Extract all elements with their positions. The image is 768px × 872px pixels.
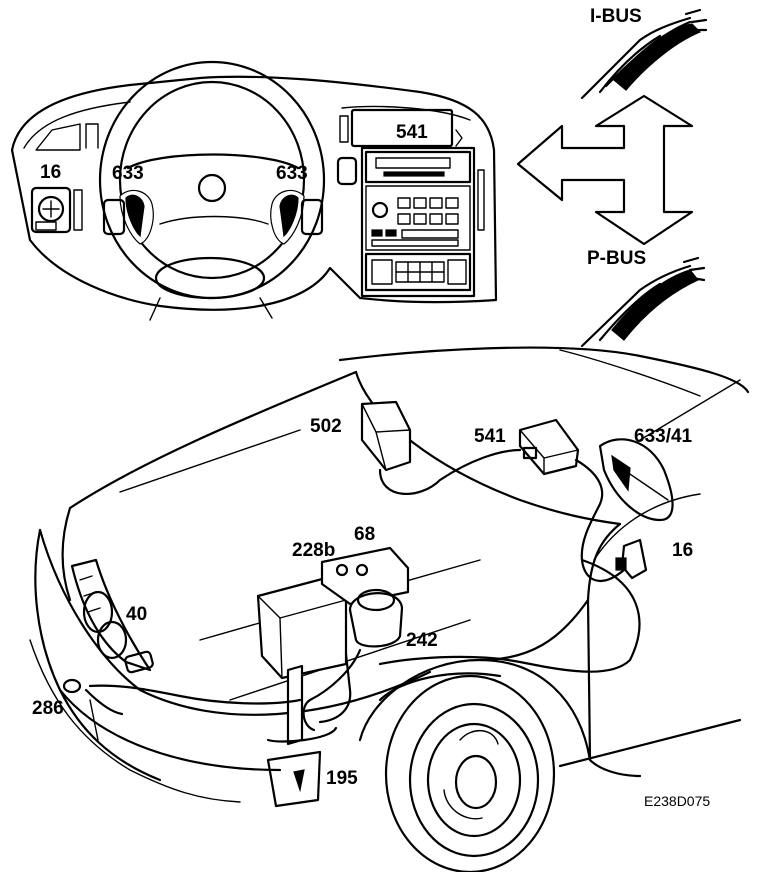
dashboard-illustration bbox=[10, 60, 498, 321]
label-502: 502 bbox=[310, 416, 342, 437]
label-286: 286 bbox=[32, 698, 64, 719]
label-195: 195 bbox=[326, 768, 358, 789]
radio-buttons bbox=[371, 197, 459, 247]
label-dash-633-left: 633 bbox=[112, 163, 144, 184]
label-16: 16 bbox=[672, 540, 693, 561]
label-dash-633-right: 633 bbox=[276, 163, 308, 184]
label-68: 68 bbox=[354, 524, 375, 545]
figure-id: E238D075 bbox=[644, 793, 710, 809]
bus-arrows bbox=[516, 8, 708, 348]
labels: I-BUS P-BUS 16 633 633 541 502 541 633/4… bbox=[32, 6, 710, 809]
label-40: 40 bbox=[126, 604, 147, 625]
label-633-41: 633/41 bbox=[634, 426, 693, 447]
label-242: 242 bbox=[406, 630, 438, 651]
label-i-bus: I-BUS bbox=[590, 6, 642, 27]
car-illustration bbox=[29, 346, 750, 872]
label-228b: 228b bbox=[292, 540, 335, 561]
label-dash-16: 16 bbox=[40, 162, 61, 183]
label-dash-541: 541 bbox=[396, 122, 428, 143]
label-541: 541 bbox=[474, 426, 506, 447]
label-p-bus: P-BUS bbox=[587, 248, 646, 269]
